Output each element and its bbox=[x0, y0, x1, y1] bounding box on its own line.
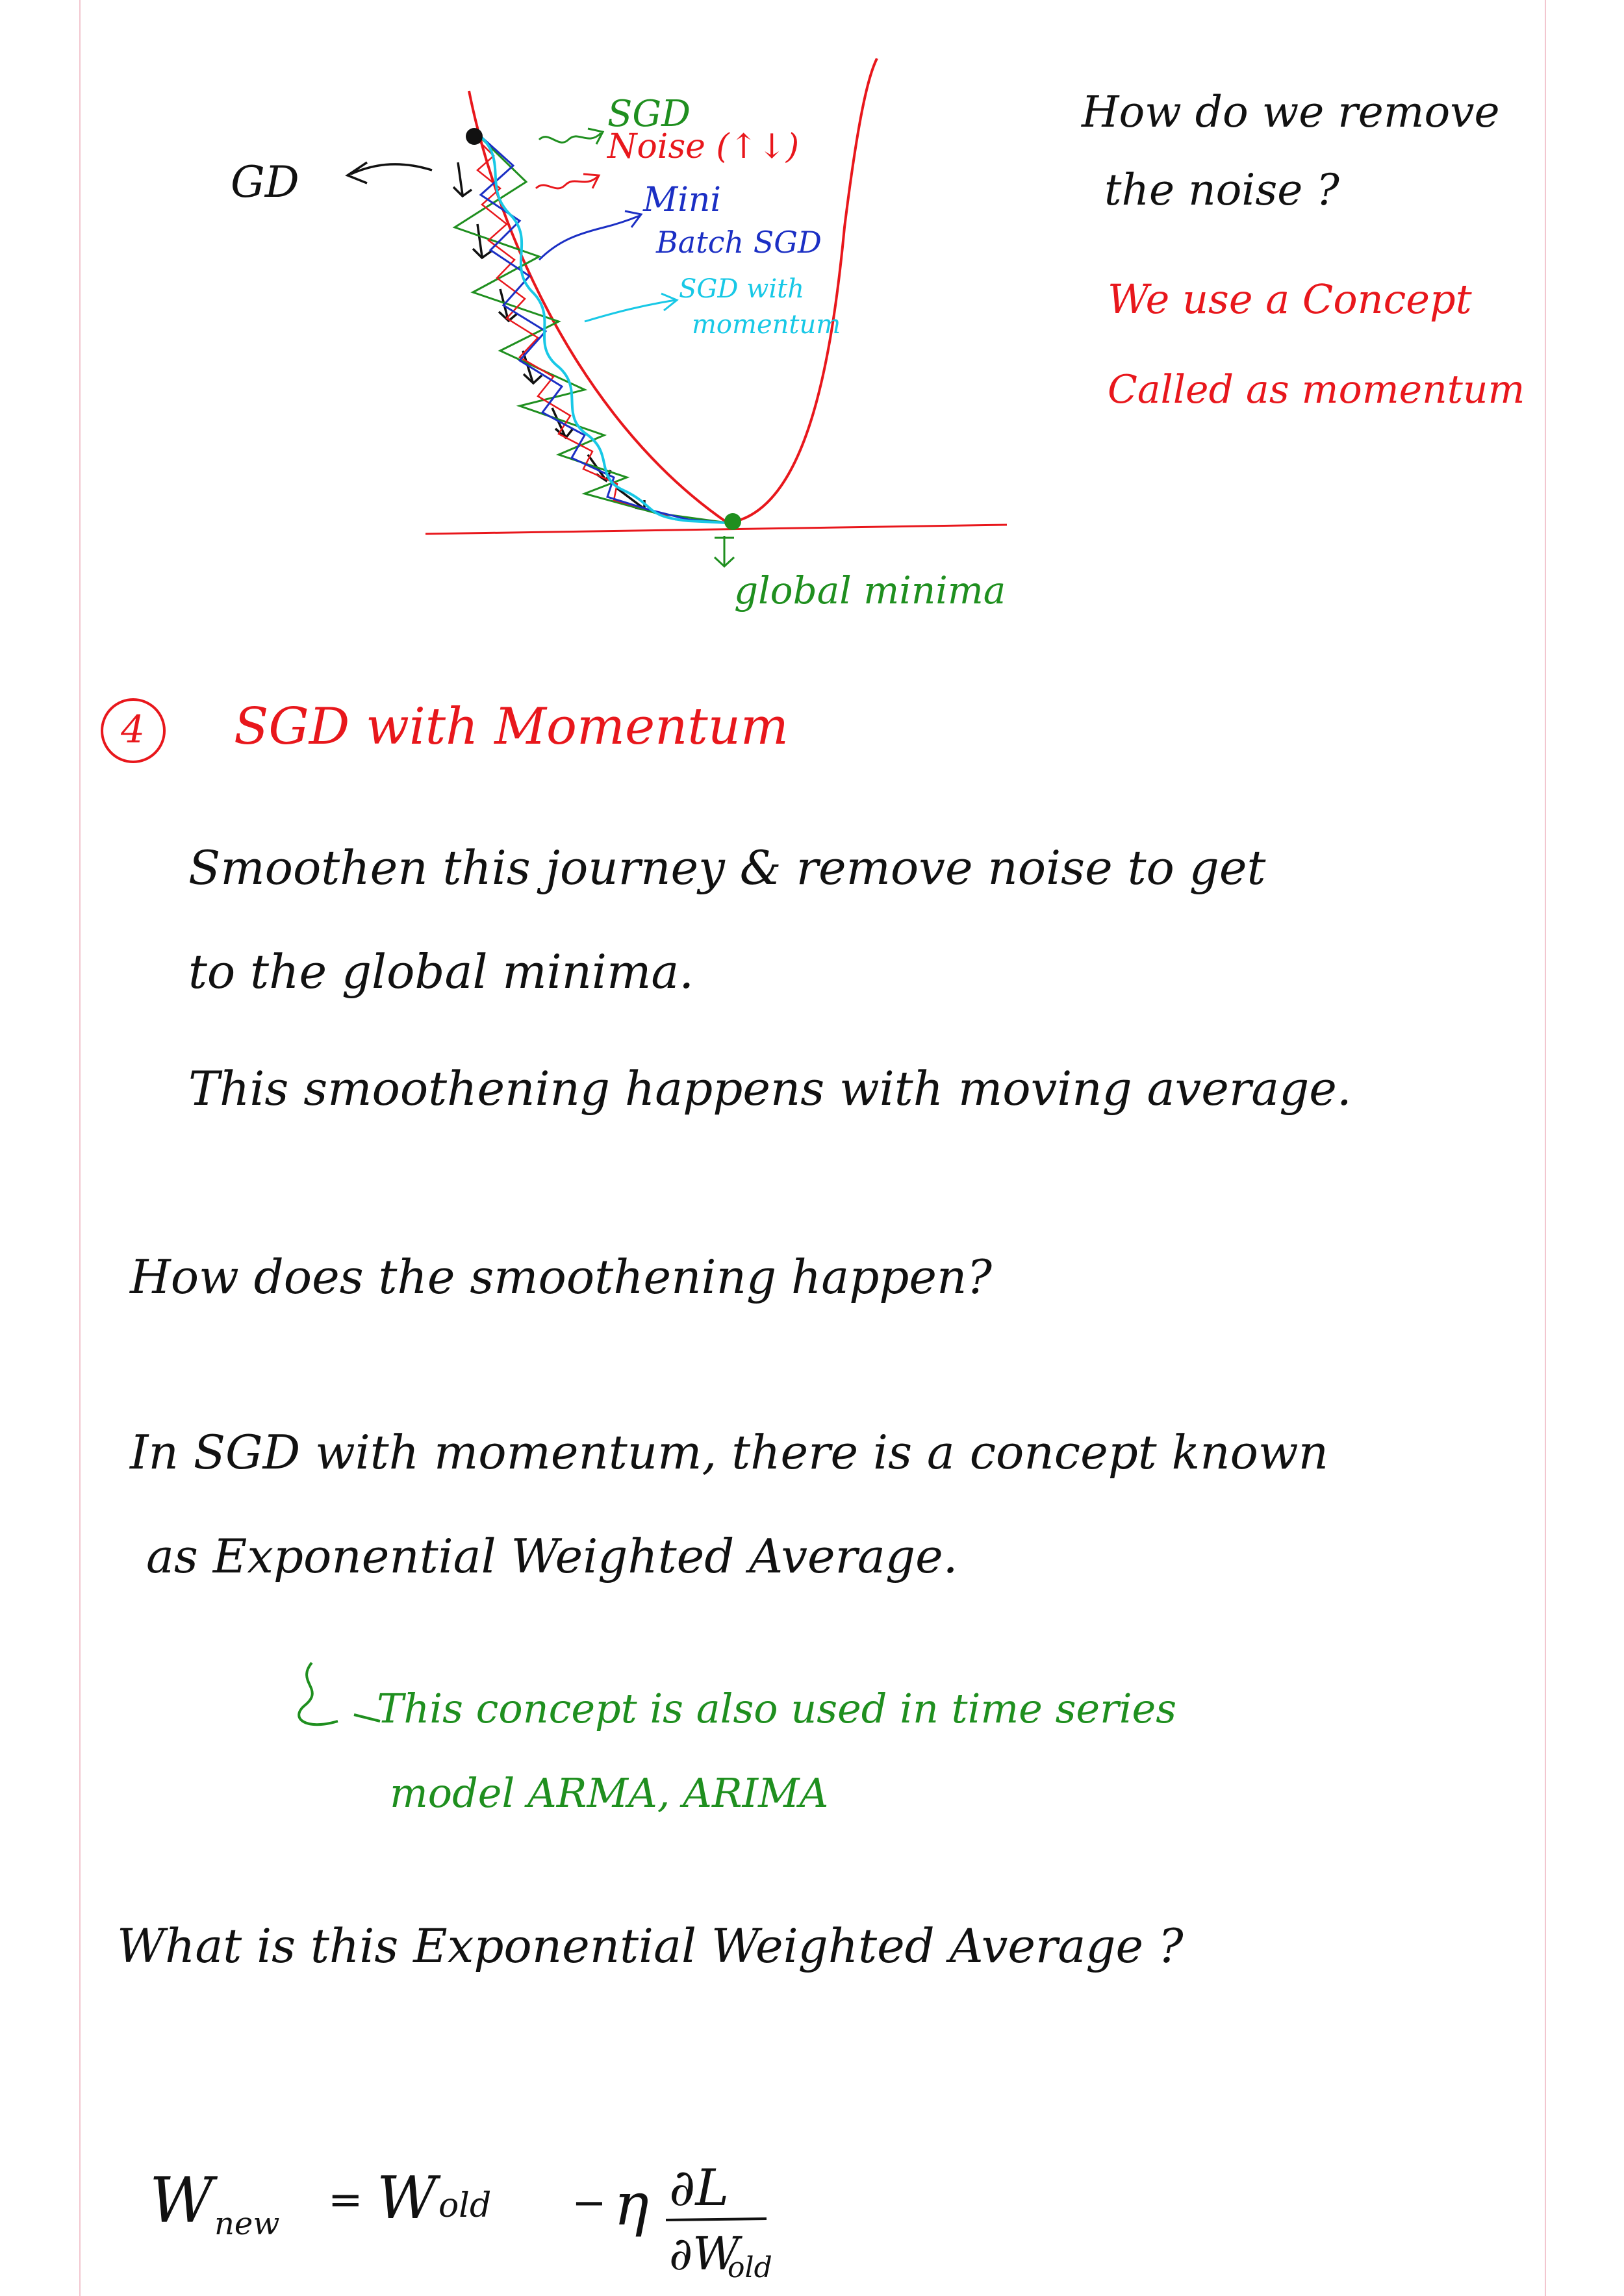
formula-denominator-subscript: old bbox=[728, 2251, 772, 2284]
body-line-5: In SGD with momentum, there is a concept… bbox=[130, 1425, 1328, 1480]
body-line-1: Smoothen this journey & remove noise to … bbox=[188, 840, 1266, 895]
gd-label: GD bbox=[231, 157, 299, 207]
global-minima-arrow bbox=[713, 536, 735, 568]
sgd-pointer-arrow bbox=[538, 127, 605, 145]
global-minima-label: global minima bbox=[734, 568, 1006, 612]
formula-denominator: ∂W bbox=[669, 2227, 740, 2280]
minibatch-label-line2: Batch SGD bbox=[656, 225, 822, 260]
momentum-smooth-path bbox=[481, 136, 728, 524]
section-title: SGD with Momentum bbox=[234, 698, 789, 756]
side-question-line2: the noise ? bbox=[1104, 165, 1339, 215]
formula-w-old: W bbox=[377, 2164, 437, 2232]
global-minima-dot bbox=[724, 513, 741, 530]
sgd-label: SGD bbox=[607, 93, 691, 135]
formula-old-subscript: old bbox=[438, 2186, 492, 2225]
body-line-2: to the global minima. bbox=[188, 944, 694, 999]
formula-equals: = bbox=[328, 2176, 363, 2224]
noise-label: Noise (↑↓) bbox=[607, 127, 800, 166]
momentum-label-line2: momentum bbox=[692, 310, 841, 340]
body-line-4: How does the smoothening happen? bbox=[130, 1250, 992, 1304]
left-margin-rule bbox=[79, 0, 81, 2296]
gd-step-arrows bbox=[452, 162, 646, 511]
start-point-dot bbox=[466, 128, 483, 145]
body-line-3: This smoothening happens with moving ave… bbox=[188, 1061, 1352, 1116]
minibatch-label-line1: Mini bbox=[643, 181, 721, 220]
formula-numerator: ∂L bbox=[669, 2159, 730, 2217]
fraction-bar bbox=[665, 2217, 767, 2221]
note-line-2: model ARMA, ARIMA bbox=[390, 1769, 829, 1817]
side-question-line1: How do we remove bbox=[1082, 87, 1500, 137]
note-hook-mark bbox=[298, 1661, 381, 1726]
note-line-1: This concept is also used in time series bbox=[377, 1685, 1177, 1732]
section-number-circle bbox=[101, 698, 166, 763]
formula-eta: η bbox=[614, 2171, 649, 2239]
body-line-6: as Exponential Weighted Average. bbox=[146, 1529, 958, 1583]
momentum-label-line1: SGD with bbox=[679, 274, 805, 304]
body-line-7: What is this Exponential Weighted Averag… bbox=[117, 1919, 1184, 1973]
loss-curve bbox=[468, 58, 878, 525]
section-number: 4 bbox=[121, 707, 145, 751]
side-answer-line2: Called as momentum bbox=[1108, 367, 1525, 412]
formula-new-subscript: new bbox=[214, 2206, 280, 2242]
momentum-pointer-arrow bbox=[584, 292, 679, 323]
right-margin-rule bbox=[1545, 0, 1546, 2296]
sgd-zigzag-path bbox=[452, 135, 728, 524]
noise-pointer-arrow bbox=[535, 173, 601, 190]
x-axis-line bbox=[425, 524, 1008, 535]
formula-minus: − bbox=[572, 2179, 607, 2227]
formula-w: W bbox=[149, 2164, 214, 2237]
minibatch-pointer-arrow bbox=[538, 210, 643, 261]
side-answer-line1: We use a Concept bbox=[1108, 275, 1472, 323]
gd-pointer-arrow bbox=[345, 161, 433, 184]
